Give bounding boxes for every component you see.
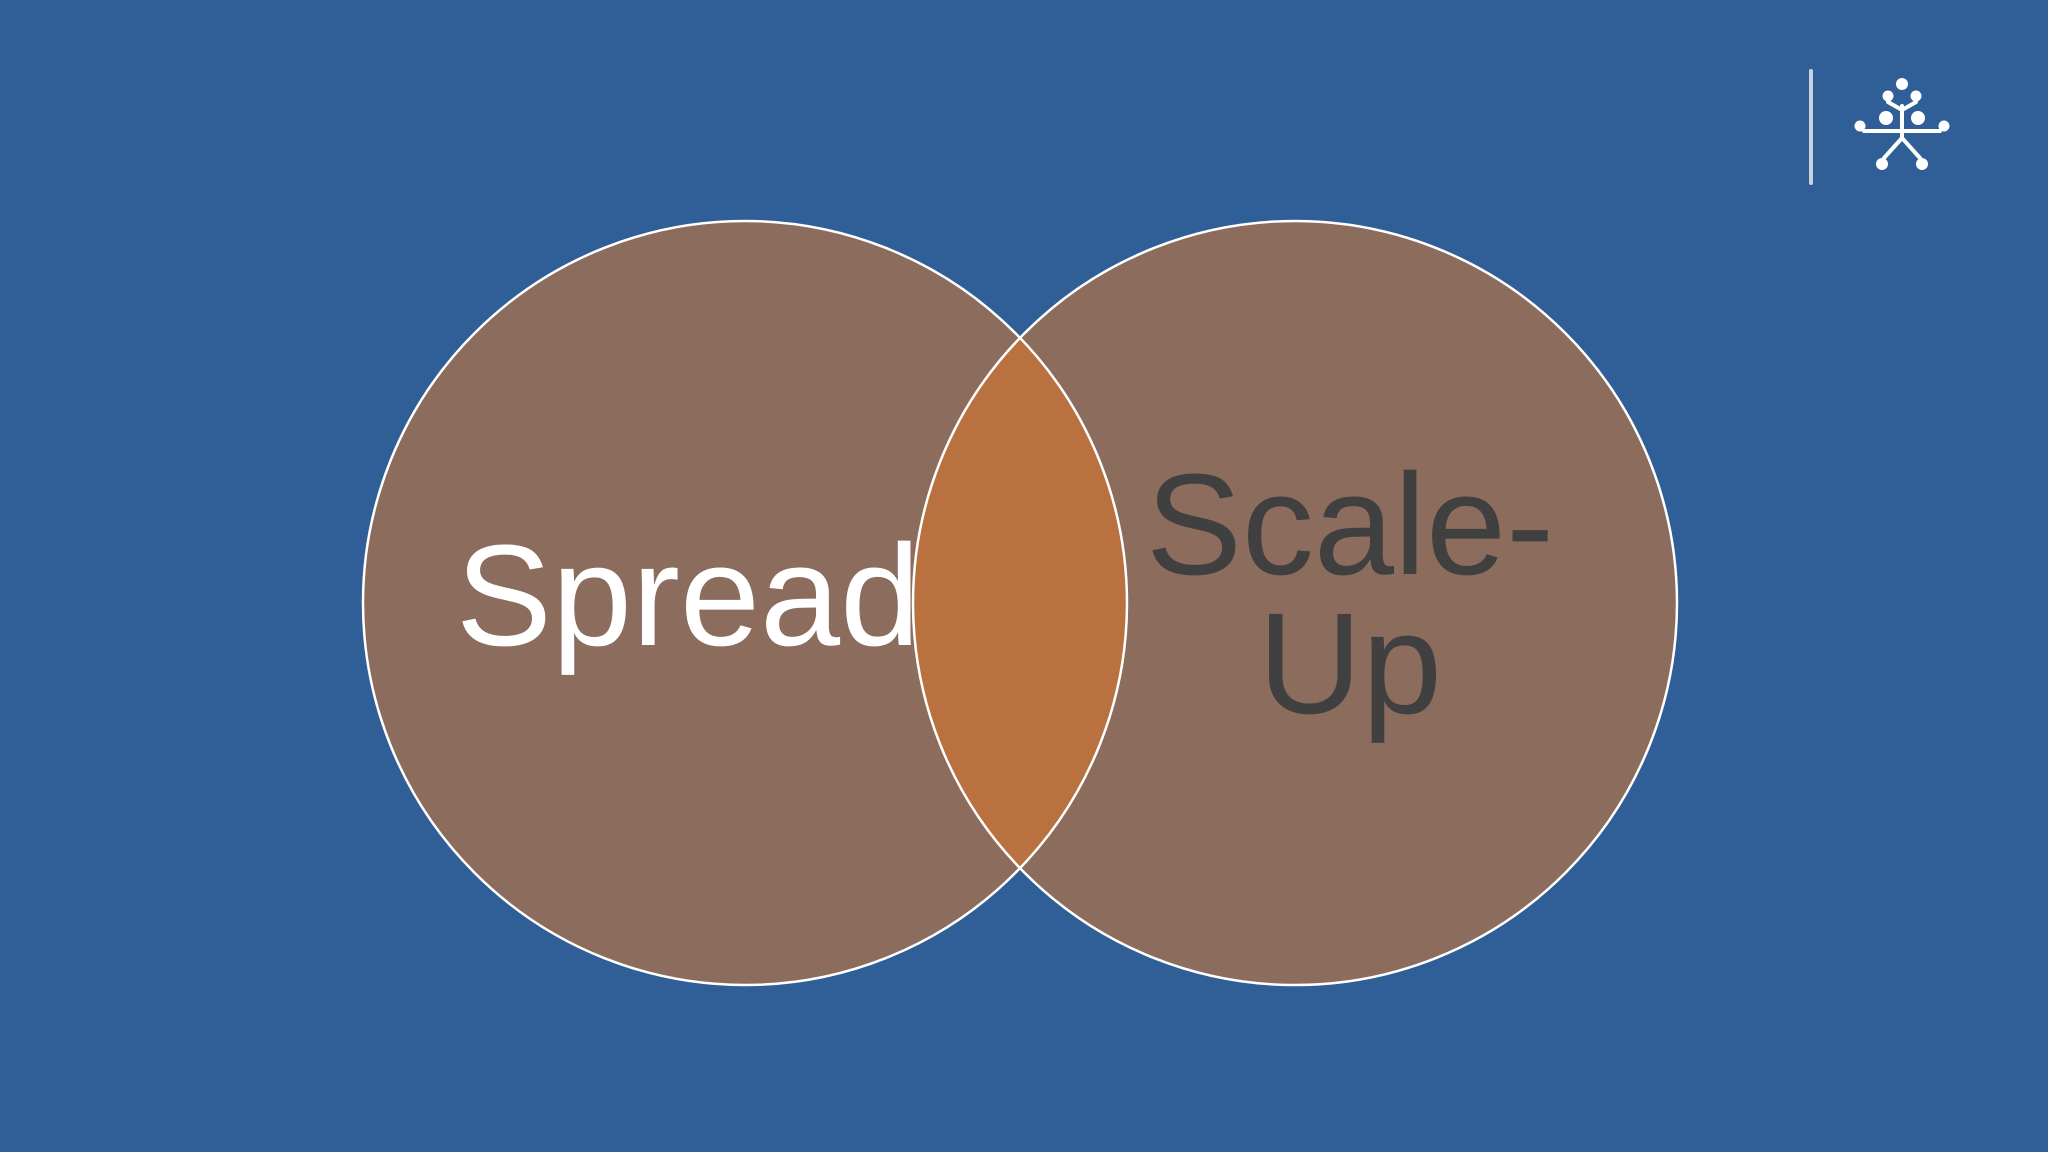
left-circle bbox=[363, 221, 1127, 985]
scale-up-label-line-2: Up bbox=[1258, 583, 1442, 744]
network-people-logo-icon bbox=[1854, 78, 1950, 170]
left-circle-outline bbox=[361, 219, 1129, 987]
scale-up-label-line-1: Scale- bbox=[1146, 444, 1554, 605]
right-circle bbox=[913, 221, 1677, 985]
right-circle-outline bbox=[911, 219, 1679, 987]
spread-label: Spread bbox=[456, 515, 920, 676]
logo-divider bbox=[1809, 69, 1813, 185]
